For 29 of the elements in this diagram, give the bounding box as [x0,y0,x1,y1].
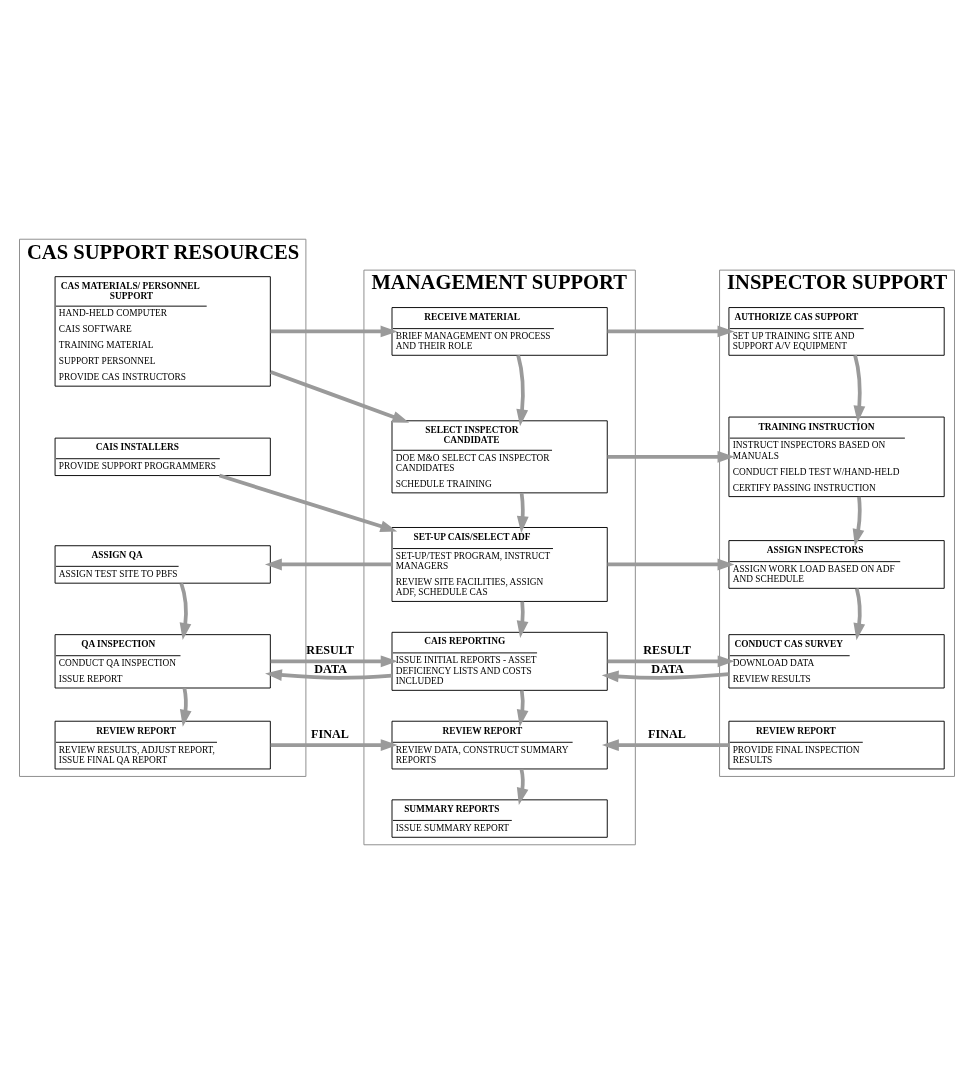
edge-label: RESULT [306,643,354,658]
arrow [853,587,866,641]
arrow [264,558,392,571]
arrow [270,370,410,423]
arrow [607,450,735,463]
arrow [607,558,735,571]
arrow [270,325,398,338]
arrow [265,669,393,681]
edge-label: DATA [314,661,347,676]
arrow [516,354,529,427]
arrow [218,473,398,532]
arrow [601,670,729,683]
arrow [601,739,729,751]
arrow [853,354,866,423]
arrow [179,582,192,640]
arrow [607,655,735,668]
edge-label: DATA [651,661,684,676]
edge-label: FINAL [647,726,686,741]
arrow [516,601,529,638]
arrow [607,325,735,338]
arrow [270,739,398,751]
arrow [179,687,192,727]
arrow [852,496,865,547]
arrow [516,690,529,727]
edge-label: FINAL [311,726,349,741]
edge-label: RESULT [643,643,691,658]
arrow [270,655,398,668]
arrow [516,492,529,533]
arrow [516,768,529,805]
